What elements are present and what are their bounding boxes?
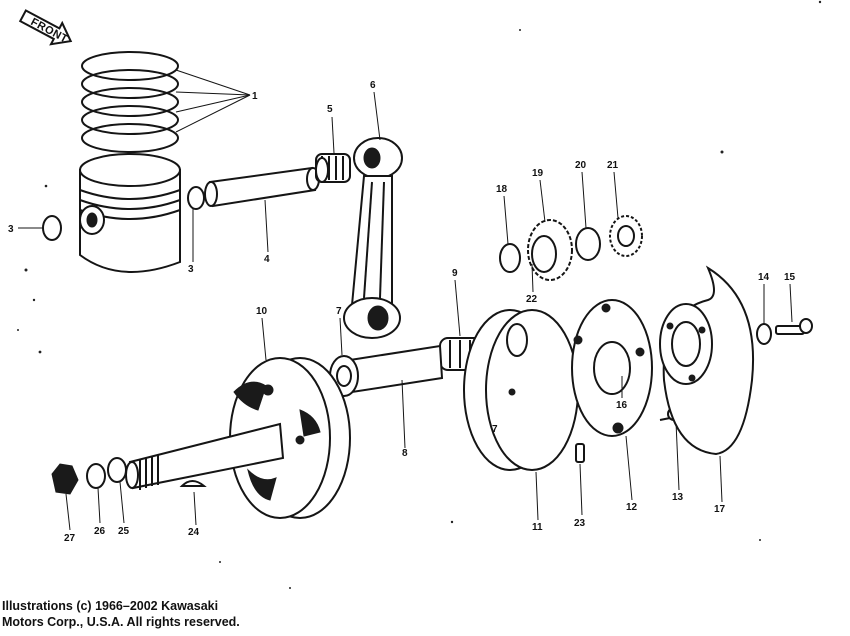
piston-pin (204, 166, 320, 208)
callout-3-right: 3 (188, 264, 194, 275)
callout-13: 13 (672, 492, 684, 503)
callout-1: 1 (252, 91, 258, 102)
washer-25 (107, 457, 127, 483)
callout-24: 24 (188, 527, 200, 538)
rotary-disc-valve (659, 265, 754, 456)
washer-20 (575, 227, 601, 261)
callout-10: 10 (256, 306, 268, 317)
callout-18: 18 (496, 184, 508, 195)
piston (79, 153, 181, 273)
gear-21 (609, 215, 643, 257)
callout-21: 21 (607, 160, 619, 171)
callout-8: 8 (402, 448, 408, 459)
copyright-notice: Illustrations (c) 1966–2002 Kawasaki Mot… (2, 598, 240, 630)
piston-rings (81, 51, 179, 153)
callout-26: 26 (94, 526, 106, 537)
woodruff-key (179, 480, 207, 487)
scan-speckles (17, 0, 822, 589)
crankcase-plate (571, 299, 653, 437)
callout-4: 4 (264, 254, 270, 265)
callout-6: 6 (370, 80, 376, 91)
connecting-rod (343, 137, 403, 339)
dowel-pin (575, 443, 585, 463)
front-arrow-shape (18, 9, 73, 46)
callout-15: 15 (784, 272, 796, 283)
small-end-bearing (315, 153, 351, 183)
washer-18 (499, 243, 521, 273)
callout-27: 27 (64, 533, 76, 544)
copyright-line-1: Illustrations (c) 1966–2002 Kawasaki (2, 599, 219, 613)
right-crank-flywheel (463, 309, 579, 471)
callout-7-right: 7 (492, 424, 498, 435)
callout-22: 22 (526, 294, 538, 305)
callout-17: 17 (714, 504, 726, 515)
copyright-line-2: Motors Corp., U.S.A. All rights reserved… (2, 615, 240, 629)
callout-14: 14 (758, 272, 770, 283)
callout-7-left: 7 (336, 306, 342, 317)
washer-14 (756, 323, 772, 345)
gear-19 (527, 219, 573, 281)
front-arrow-label: FRONT (29, 16, 70, 46)
lock-washer-26 (86, 463, 106, 489)
callout-11: 11 (532, 522, 543, 533)
callout-3-left: 3 (8, 224, 14, 235)
callout-5: 5 (327, 104, 333, 115)
callout-16: 16 (616, 400, 628, 411)
callout-23: 23 (574, 518, 586, 529)
piston-pin-clip-right (187, 186, 205, 210)
callout-19: 19 (532, 168, 544, 179)
callout-12: 12 (626, 502, 638, 513)
callout-20: 20 (575, 160, 587, 171)
callout-25: 25 (118, 526, 130, 537)
nut-27 (51, 463, 79, 495)
piston-pin-clip-left (42, 215, 62, 241)
left-main-shaft (125, 422, 285, 490)
callout-lines-1 (175, 69, 251, 133)
front-arrow: FRONT (18, 9, 73, 46)
callout-9: 9 (452, 268, 458, 279)
bolt-15 (775, 318, 813, 335)
